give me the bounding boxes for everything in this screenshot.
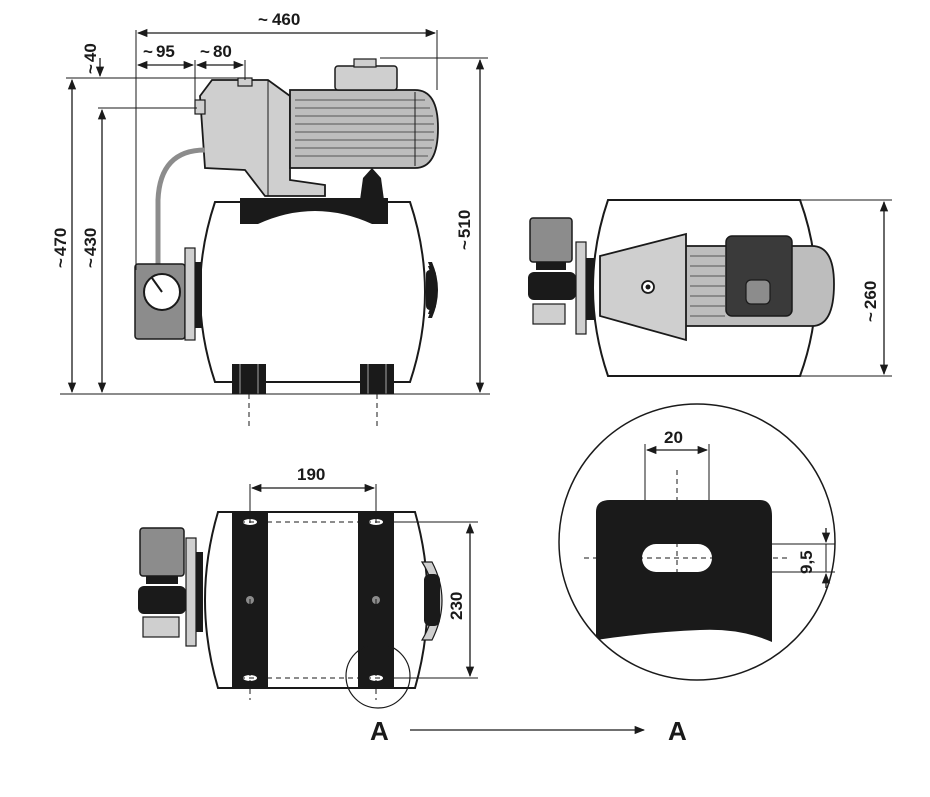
detail-view-a: 20 9,5 (558, 403, 836, 681)
foot-right (360, 364, 394, 394)
gauge-box-bottom (139, 527, 185, 577)
dim-top-40-label: ~40 (81, 43, 100, 74)
side-view: ~460 ~95 ~80 ~40 ~470 ~430 (51, 10, 490, 428)
section-from-label: A (370, 716, 389, 746)
dim-depth-260-label: ~260 (861, 281, 880, 322)
dim-height-430-label: ~430 (81, 228, 100, 268)
dim-slot-width-label: 20 (664, 428, 683, 447)
dim-foot-spacing-label: 190 (297, 465, 325, 484)
dim-offset-80-label: ~80 (200, 42, 232, 61)
bottom-view: 190 230 (138, 465, 478, 709)
dim-height-510-label: ~510 (455, 210, 474, 250)
dim-height-470-label: ~470 (51, 228, 70, 268)
foot-left (232, 364, 266, 394)
dim-offset-95-label: ~95 (143, 42, 175, 61)
section-to-label: A (668, 716, 687, 746)
dim-slot-height-label: 9,5 (797, 550, 816, 574)
pressure-hose (155, 147, 206, 268)
detail-a-marker (345, 643, 411, 709)
dim-width-total-label: ~460 (258, 10, 300, 29)
mount-saddle (240, 198, 388, 224)
dim-foot-length-label: 230 (447, 592, 466, 620)
section-indicator: A A (370, 716, 687, 746)
terminal-box (334, 65, 398, 91)
tank-side (199, 201, 426, 383)
top-view: ~260 (528, 199, 892, 377)
terminal-box-top (725, 235, 793, 317)
gauge-box-top (529, 217, 573, 263)
